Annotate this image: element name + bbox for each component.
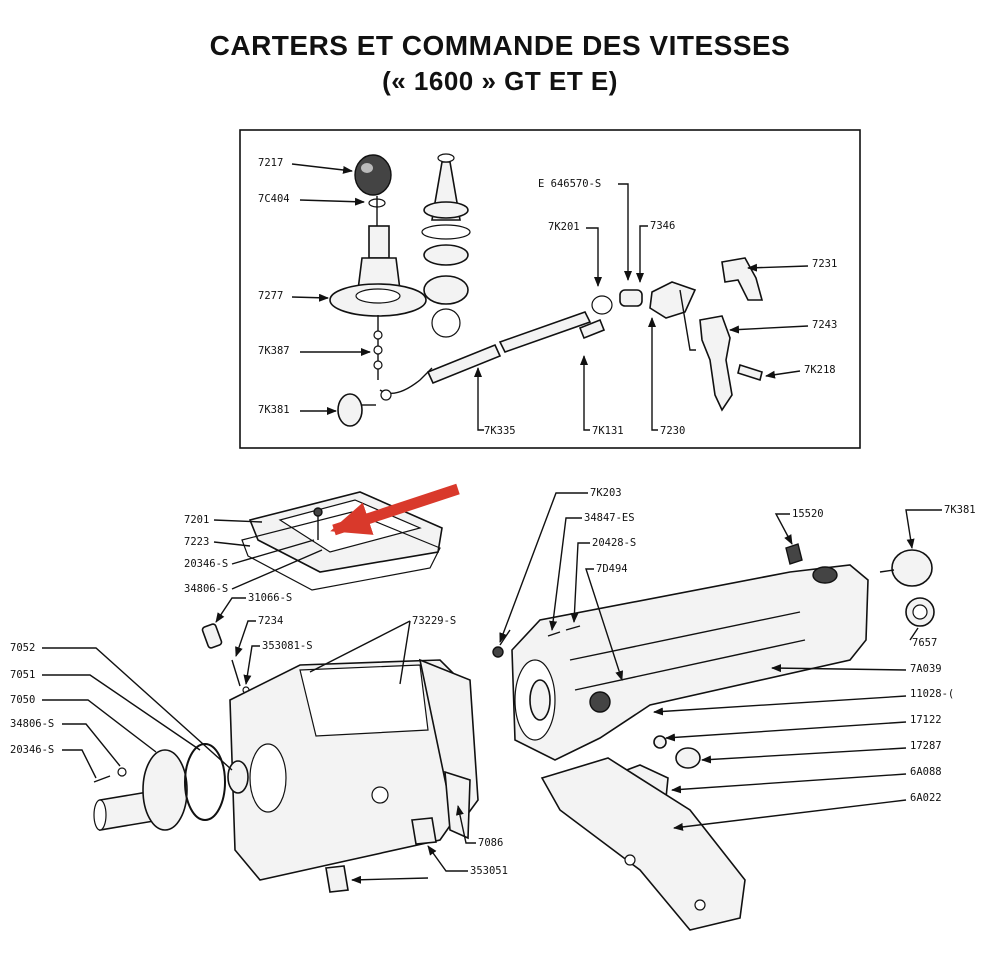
crossmember xyxy=(540,757,746,931)
label-7051: 7051 xyxy=(10,669,35,681)
label-7K203: 7K203 xyxy=(590,487,622,499)
label-7K218: 7K218 xyxy=(804,364,836,376)
label-6A088: 6A088 xyxy=(910,766,942,778)
shift-fork-top xyxy=(721,257,764,301)
selector-key xyxy=(578,318,606,340)
label-7052: 7052 xyxy=(10,642,35,654)
boot-retainer xyxy=(423,244,469,266)
diagram-subtitle: (« 1600 » GT ET E) xyxy=(382,66,618,96)
boot-washer xyxy=(421,224,471,240)
label-7050: 7050 xyxy=(10,694,35,706)
label-34806-S-front: 34806-S xyxy=(10,718,54,730)
label-7K381: 7K381 xyxy=(258,404,290,416)
label-17122: 17122 xyxy=(910,714,942,726)
extension-housing xyxy=(511,564,869,761)
label-7217: 7217 xyxy=(258,157,283,169)
label-31066-S: 31066-S xyxy=(248,592,292,604)
inset-frame xyxy=(239,129,861,449)
label-7K201: 7K201 xyxy=(548,221,580,233)
label-7D494: 7D494 xyxy=(596,563,628,575)
label-353081-S: 353081-S xyxy=(262,640,313,652)
label-E646570-S: E 646570-S xyxy=(538,178,601,190)
label-7277: 7277 xyxy=(258,290,283,302)
highlight-arrow xyxy=(330,483,460,536)
label-7201: 7201 xyxy=(184,514,209,526)
label-20346-S-front: 20346-S xyxy=(10,744,54,756)
label-20346-S-top: 20346-S xyxy=(184,558,228,570)
label-7A039: 7A039 xyxy=(910,663,942,675)
label-11028: 11028-( xyxy=(910,688,954,700)
gear-knob xyxy=(354,154,392,196)
label-73229-S: 73229-S xyxy=(412,615,456,627)
shift-bush xyxy=(619,289,643,307)
main-exploded-view: 7201 7223 20346-S 34806-S 31066-S 7234 3… xyxy=(10,487,976,931)
speedo-gear xyxy=(675,747,701,769)
case-top-opening xyxy=(299,664,429,737)
label-34847-ES: 34847-ES xyxy=(584,512,635,524)
speedo-bolt xyxy=(653,735,667,749)
label-7C404: 7C404 xyxy=(258,193,290,205)
label-7346: 7346 xyxy=(650,220,675,232)
oil-seal xyxy=(227,760,249,794)
lever-ball xyxy=(431,308,461,338)
retainer-gasket xyxy=(184,743,226,821)
label-7K335: 7K335 xyxy=(484,425,516,437)
label-7223: 7223 xyxy=(184,536,209,548)
label-17287: 17287 xyxy=(910,740,942,752)
gear-lever-inset: 7217 7C404 7277 7K387 7K381 E 646570-S 7… xyxy=(239,129,861,449)
breather xyxy=(785,543,803,565)
label-7K387: 7K387 xyxy=(258,345,290,357)
gear-lever-upper xyxy=(368,225,390,259)
label-20428-S: 20428-S xyxy=(592,537,636,549)
shift-fork-lower xyxy=(699,315,733,412)
label-7086: 7086 xyxy=(478,837,503,849)
label-15520: 15520 xyxy=(792,508,824,520)
spring-clip xyxy=(591,295,613,315)
fork-pin xyxy=(737,363,763,382)
label-353051: 353051 xyxy=(470,865,508,877)
bearing-retainer xyxy=(142,749,188,831)
lever-cup xyxy=(423,275,469,305)
label-7230: 7230 xyxy=(660,425,685,437)
cover-plate xyxy=(337,393,363,427)
label-7K131: 7K131 xyxy=(592,425,624,437)
label-7K381-rear: 7K381 xyxy=(944,504,976,516)
shift-lever-link xyxy=(649,281,697,319)
label-7657: 7657 xyxy=(912,637,937,649)
selector-rod-front xyxy=(426,343,502,385)
label-7231: 7231 xyxy=(812,258,837,270)
label-34806-S-top: 34806-S xyxy=(184,583,228,595)
label-6A022: 6A022 xyxy=(910,792,942,804)
label-7234: 7234 xyxy=(258,615,283,627)
filler-plug xyxy=(411,817,437,845)
diagram-title: CARTERS ET COMMANDE DES VITESSES xyxy=(209,30,791,61)
case-side-plate xyxy=(444,770,471,840)
selector-rod-rear xyxy=(498,311,592,353)
detent-spring xyxy=(231,659,241,687)
extension-cover xyxy=(891,549,933,587)
drain-plug xyxy=(325,865,349,893)
label-7243: 7243 xyxy=(812,319,837,331)
plug-31066 xyxy=(201,623,223,649)
